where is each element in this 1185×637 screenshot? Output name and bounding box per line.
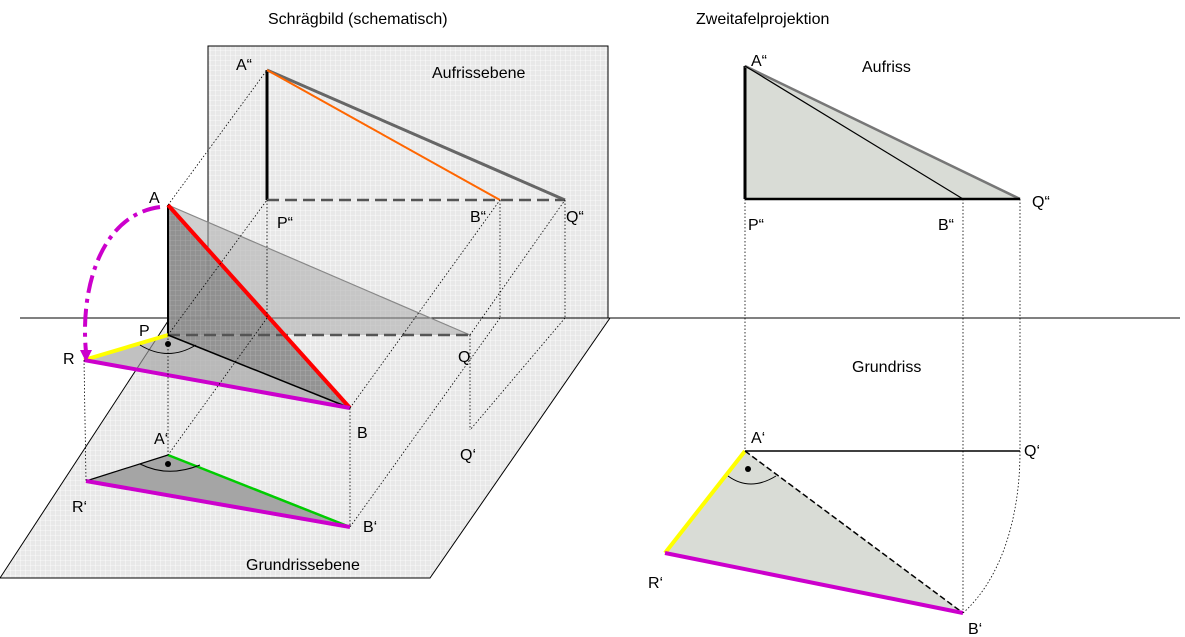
title-left: Schrägbild (schematisch) [268,11,448,28]
line-r1-a1-yellow [663,449,747,555]
title-right: Zweitafelprojektion [696,11,829,28]
triangle-rpb-space [84,335,350,408]
label-p2-left: P“ [277,215,293,232]
line-a-b-red [166,203,352,410]
label-q1-left: Q‘ [460,447,476,464]
rotation-arrow-head [80,350,92,362]
line-a-q [167,204,471,336]
right-angle-arc-a1-left [139,463,201,472]
label-p2-right: P“ [748,217,764,234]
label-q2-right: Q“ [1032,194,1050,211]
line-r-p-yellow [83,333,169,362]
right-angle-dot-a1-left [165,461,171,467]
grundriss-triangle [665,451,963,613]
line-r1-b1-magenta-left [85,479,351,529]
label-b2-left: B“ [470,209,486,226]
label-a1-right: A‘ [751,430,765,447]
label-b1-right: B‘ [968,621,982,637]
label-r-left: R [63,351,75,368]
label-q1-right: Q‘ [1024,443,1040,460]
right-angle-arc-a1-right [727,475,777,485]
line-r1-a1-left [85,454,169,482]
label-p-left: P [139,323,150,340]
label-grundrissebene: Grundrissebene [246,557,360,574]
label-b2-right: B“ [938,217,954,234]
label-a2-left: A“ [236,57,252,74]
line-p-b [167,334,351,409]
line-a2-q2-left [266,68,566,202]
label-a-left: A [149,190,160,207]
label-grundriss: Grundriss [852,359,921,376]
line-a2-b2-right [744,65,964,200]
line-a1-b1-green [167,453,351,529]
label-a2-right: A“ [751,53,767,70]
line-a2-q2-right [744,64,1021,201]
label-a1-left: A‘ [154,431,168,448]
line-a1-b1-dashed [744,450,964,614]
label-q-left: Q [458,349,470,366]
label-b-left: B [357,425,368,442]
label-aufrissebene: Aufrissebene [432,65,525,82]
triangle-ground [86,455,350,527]
label-q2-left: Q“ [566,209,584,226]
right-angle-dot-a1-right [745,466,751,472]
projection-rays-right [744,199,1021,614]
line-r1-b1-magenta-right [664,551,964,615]
label-r1-left: R‘ [72,499,87,516]
rotation-arc [83,205,161,353]
projection-rays-left [83,69,566,528]
line-r-b-magenta [83,358,351,410]
label-aufriss: Aufriss [862,59,911,76]
label-b1-left: B‘ [363,519,377,536]
right-angle-dot-p [165,341,171,347]
line-a2-b2-left [266,69,501,201]
label-r1-right: R‘ [648,575,663,592]
